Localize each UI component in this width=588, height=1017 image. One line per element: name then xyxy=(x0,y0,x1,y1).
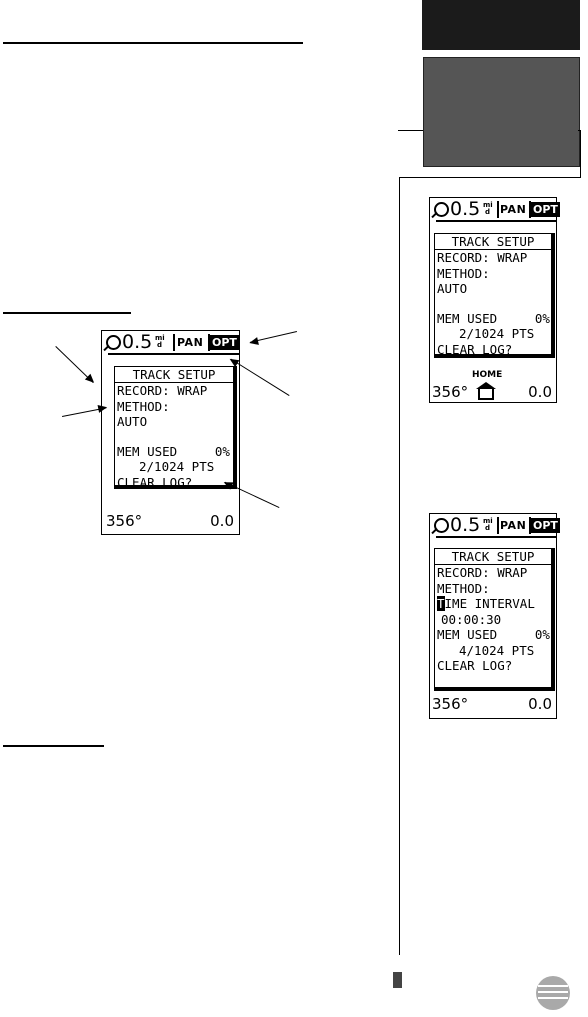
track-setup-window: TRACK SETUP RECORD: WRAP METHOD: AUTO ME… xyxy=(434,233,555,358)
interval-field[interactable]: 00:00:30 xyxy=(441,611,502,627)
pan-button[interactable]: PAN xyxy=(500,203,527,216)
zoom-scale: 0.5 xyxy=(122,331,153,353)
heading-readout: 356° xyxy=(432,695,469,713)
zoom-magnifier-icon xyxy=(106,335,121,350)
header-divider xyxy=(497,517,499,534)
method-field[interactable]: AUTO xyxy=(437,281,468,296)
method-field[interactable]: TIME INTERVAL xyxy=(435,596,551,612)
section-tab-dark xyxy=(422,0,580,50)
record-field[interactable]: RECORD: WRAP xyxy=(437,565,528,580)
zoom-magnifier-icon xyxy=(434,202,449,217)
header-underline xyxy=(436,220,556,222)
callout-record-pointer xyxy=(55,346,94,383)
globe-logo-icon xyxy=(536,976,570,1010)
subheading-rule-2 xyxy=(3,745,104,747)
mem-used-label: MEM USED 0% xyxy=(437,627,550,642)
points-count: 2/1024 PTS xyxy=(139,459,215,474)
header-divider xyxy=(529,517,531,534)
gps-screen-main: 0.5 mi d PAN OPT TRACK SETUP RECORD: WRA… xyxy=(101,330,240,535)
opt-button[interactable]: OPT xyxy=(531,202,560,217)
sidebar-connector-right xyxy=(578,130,581,131)
speed-readout: 0.0 xyxy=(210,512,234,530)
unit-top: mi xyxy=(483,517,493,525)
zoom-scale: 0.5 xyxy=(450,514,481,536)
mem-used-label: MEM USED 0% xyxy=(117,443,230,459)
clear-log-field[interactable]: CLEAR LOG? xyxy=(437,658,513,673)
unit-bottom: d xyxy=(485,524,491,532)
window-title: TRACK SETUP xyxy=(435,549,551,565)
map-header: 0.5 mi d PAN OPT xyxy=(102,331,239,355)
pan-button[interactable]: PAN xyxy=(177,336,204,349)
window-title: TRACK SETUP xyxy=(115,367,233,383)
points-count: 2/1024 PTS xyxy=(459,326,535,341)
header-underline xyxy=(108,353,239,355)
track-setup-window: TRACK SETUP RECORD: WRAP METHOD: AUTO ME… xyxy=(114,366,237,490)
callout-opt-pointer xyxy=(250,331,297,343)
method-value: IME INTERVAL xyxy=(444,596,535,611)
unit-top: mi xyxy=(155,334,165,342)
method-cursor[interactable]: T xyxy=(437,596,445,611)
window-title: TRACK SETUP xyxy=(435,234,551,250)
points-count: 4/1024 PTS xyxy=(459,642,535,658)
sidebar-connector-drop xyxy=(580,130,581,178)
method-label: METHOD: xyxy=(437,265,490,281)
unit-bottom: d xyxy=(157,341,163,349)
heading-readout: 356° xyxy=(106,512,143,530)
sidebar-top-rule xyxy=(399,177,581,178)
record-field[interactable]: RECORD: WRAP xyxy=(437,250,528,265)
record-field[interactable]: RECORD: WRAP xyxy=(117,383,208,398)
callout-method-pointer xyxy=(62,407,107,417)
heading-readout: 356° xyxy=(432,383,469,401)
pan-button[interactable]: PAN xyxy=(500,519,527,532)
method-field[interactable]: AUTO xyxy=(117,414,148,429)
header-divider xyxy=(173,334,175,351)
gps-screen-side-top: 0.5 mi d PAN OPT TRACK SETUP RECORD: WRA… xyxy=(429,197,560,403)
subheading-rule-1 xyxy=(3,312,131,314)
opt-button[interactable]: OPT xyxy=(531,518,560,533)
header-divider xyxy=(529,201,531,218)
speed-readout: 0.0 xyxy=(528,695,552,713)
opt-button[interactable]: OPT xyxy=(210,335,239,350)
zoom-magnifier-icon xyxy=(434,518,449,533)
header-divider xyxy=(497,201,499,218)
map-header: 0.5 mi d PAN OPT xyxy=(430,198,560,222)
header-underline xyxy=(436,536,556,538)
house-icon xyxy=(476,382,496,400)
unit-top: mi xyxy=(483,201,493,209)
header-divider xyxy=(208,334,210,351)
section-tab-grey xyxy=(423,57,580,167)
home-waypoint-label: HOME xyxy=(472,370,503,380)
gps-screen-side-bottom: 0.5 mi d PAN OPT TRACK SETUP RECORD: WRA… xyxy=(429,513,560,719)
method-label: METHOD: xyxy=(117,398,170,414)
sidebar-vertical-rule xyxy=(399,177,400,955)
method-label: METHOD: xyxy=(437,580,490,596)
clear-log-field[interactable]: CLEAR LOG? xyxy=(117,474,193,490)
zoom-scale: 0.5 xyxy=(450,198,481,220)
unit-bottom: d xyxy=(485,208,491,216)
map-header: 0.5 mi d PAN OPT xyxy=(430,514,560,538)
clear-log-field[interactable]: CLEAR LOG? xyxy=(437,341,513,357)
page-marker xyxy=(393,972,402,988)
track-setup-window: TRACK SETUP RECORD: WRAP METHOD: TIME IN… xyxy=(434,548,555,691)
mem-used-label: MEM USED 0% xyxy=(437,310,550,326)
speed-readout: 0.0 xyxy=(528,383,552,401)
heading-rule xyxy=(3,42,303,44)
sidebar-connector-left xyxy=(398,130,423,131)
